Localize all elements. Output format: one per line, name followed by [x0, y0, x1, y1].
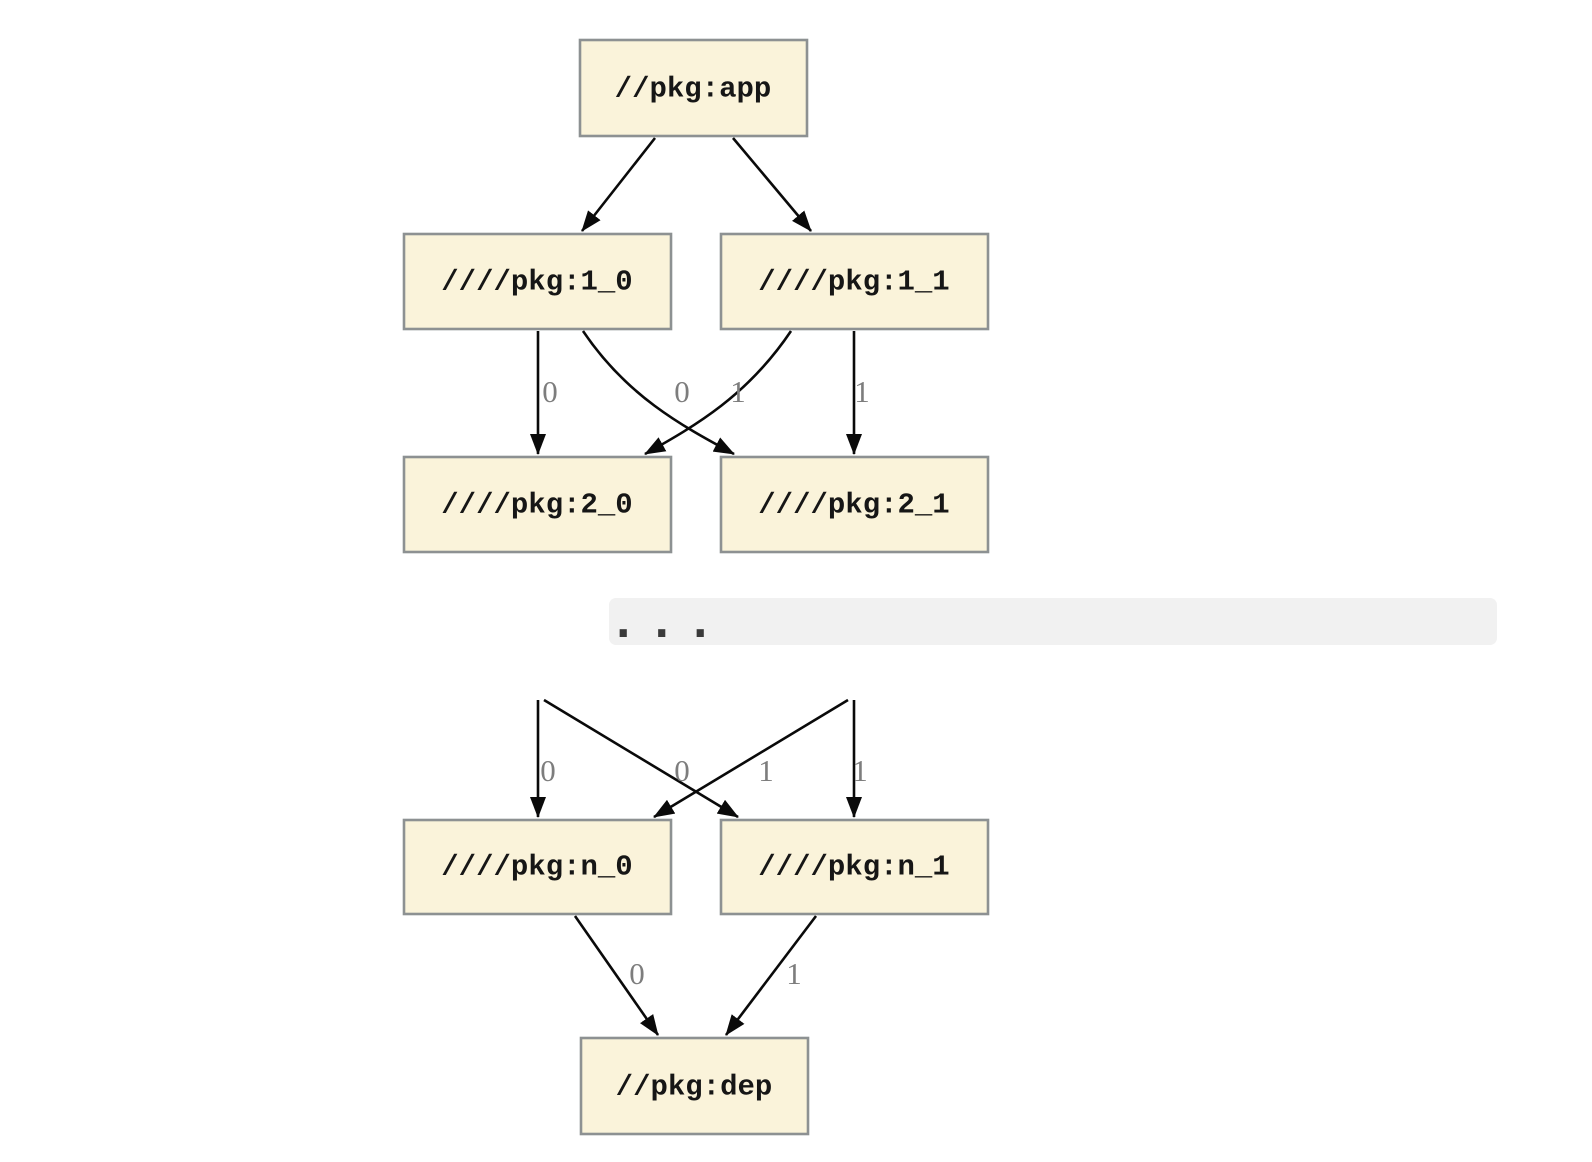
edge-prev-to-n_0-diagonal [653, 698, 849, 819]
node-box [719, 818, 990, 916]
edge-1_1-to-2_0 [644, 330, 793, 456]
node-box [719, 455, 990, 554]
node-label: //pkg:dep [616, 1071, 773, 1104]
node-label: ////pkg:n_1 [758, 851, 949, 884]
edges-layer [530, 137, 862, 1036]
ellipsis-label: ... [610, 597, 725, 648]
edge-label-1_0-2_0: 0 [542, 374, 558, 409]
node-pkg-1_1: ////pkg:1_1 [719, 232, 990, 331]
node-pkg-n_0: ////pkg:n_0 [402, 818, 673, 916]
node-label: ////pkg:1_1 [758, 266, 949, 299]
edge-label-n_1-dep: 1 [786, 956, 802, 991]
node-box [578, 38, 809, 138]
node-pkg-n_1: ////pkg:n_1 [719, 818, 990, 916]
edge-1_0-to-2_1 [581, 330, 735, 456]
edge-label-prev-n_1-diagonal: 1 [758, 753, 774, 788]
node-pkg-app: //pkg:app [578, 38, 809, 138]
node-label: //pkg:app [615, 73, 772, 106]
node-pkg-1_0: ////pkg:1_0 [402, 232, 673, 331]
node-box [402, 455, 673, 554]
node-pkg-2_0: ////pkg:2_0 [402, 455, 673, 554]
edge-label-prev-n_0-diagonal: 0 [674, 753, 690, 788]
node-label: ////pkg:n_0 [441, 851, 632, 884]
node-label: ////pkg:2_0 [441, 489, 632, 522]
edge-n_0-to-dep [573, 915, 660, 1036]
edge-prev-to-n_1-diagonal [543, 698, 739, 819]
node-box [402, 232, 673, 331]
edge-app-to-1_1 [732, 137, 812, 232]
truncation-bar-background [609, 598, 1497, 645]
edge-label-1_0-2_1: 1 [730, 374, 746, 409]
edge-n_1-to-dep [724, 915, 818, 1036]
edge-labels-layer: 0 0 1 1 0 0 1 1 0 1 [540, 374, 870, 991]
edge-label-n_0-dep: 0 [629, 956, 645, 991]
edge-label-1_1-2_0: 0 [674, 374, 690, 409]
node-box [402, 818, 673, 916]
node-box [579, 1036, 810, 1136]
node-label: ////pkg:1_0 [441, 266, 632, 299]
truncation-bar: ... [609, 597, 1497, 648]
edge-label-1_1-2_1: 1 [854, 374, 870, 409]
edge-label-prev-n_0-vertical: 0 [540, 753, 556, 788]
node-pkg-dep: //pkg:dep [579, 1036, 810, 1136]
node-box [719, 232, 990, 331]
edge-label-prev-n_1-vertical: 1 [852, 753, 868, 788]
node-label: ////pkg:2_1 [758, 489, 949, 522]
node-pkg-2_1: ////pkg:2_1 [719, 455, 990, 554]
edge-app-to-1_0 [580, 137, 657, 232]
